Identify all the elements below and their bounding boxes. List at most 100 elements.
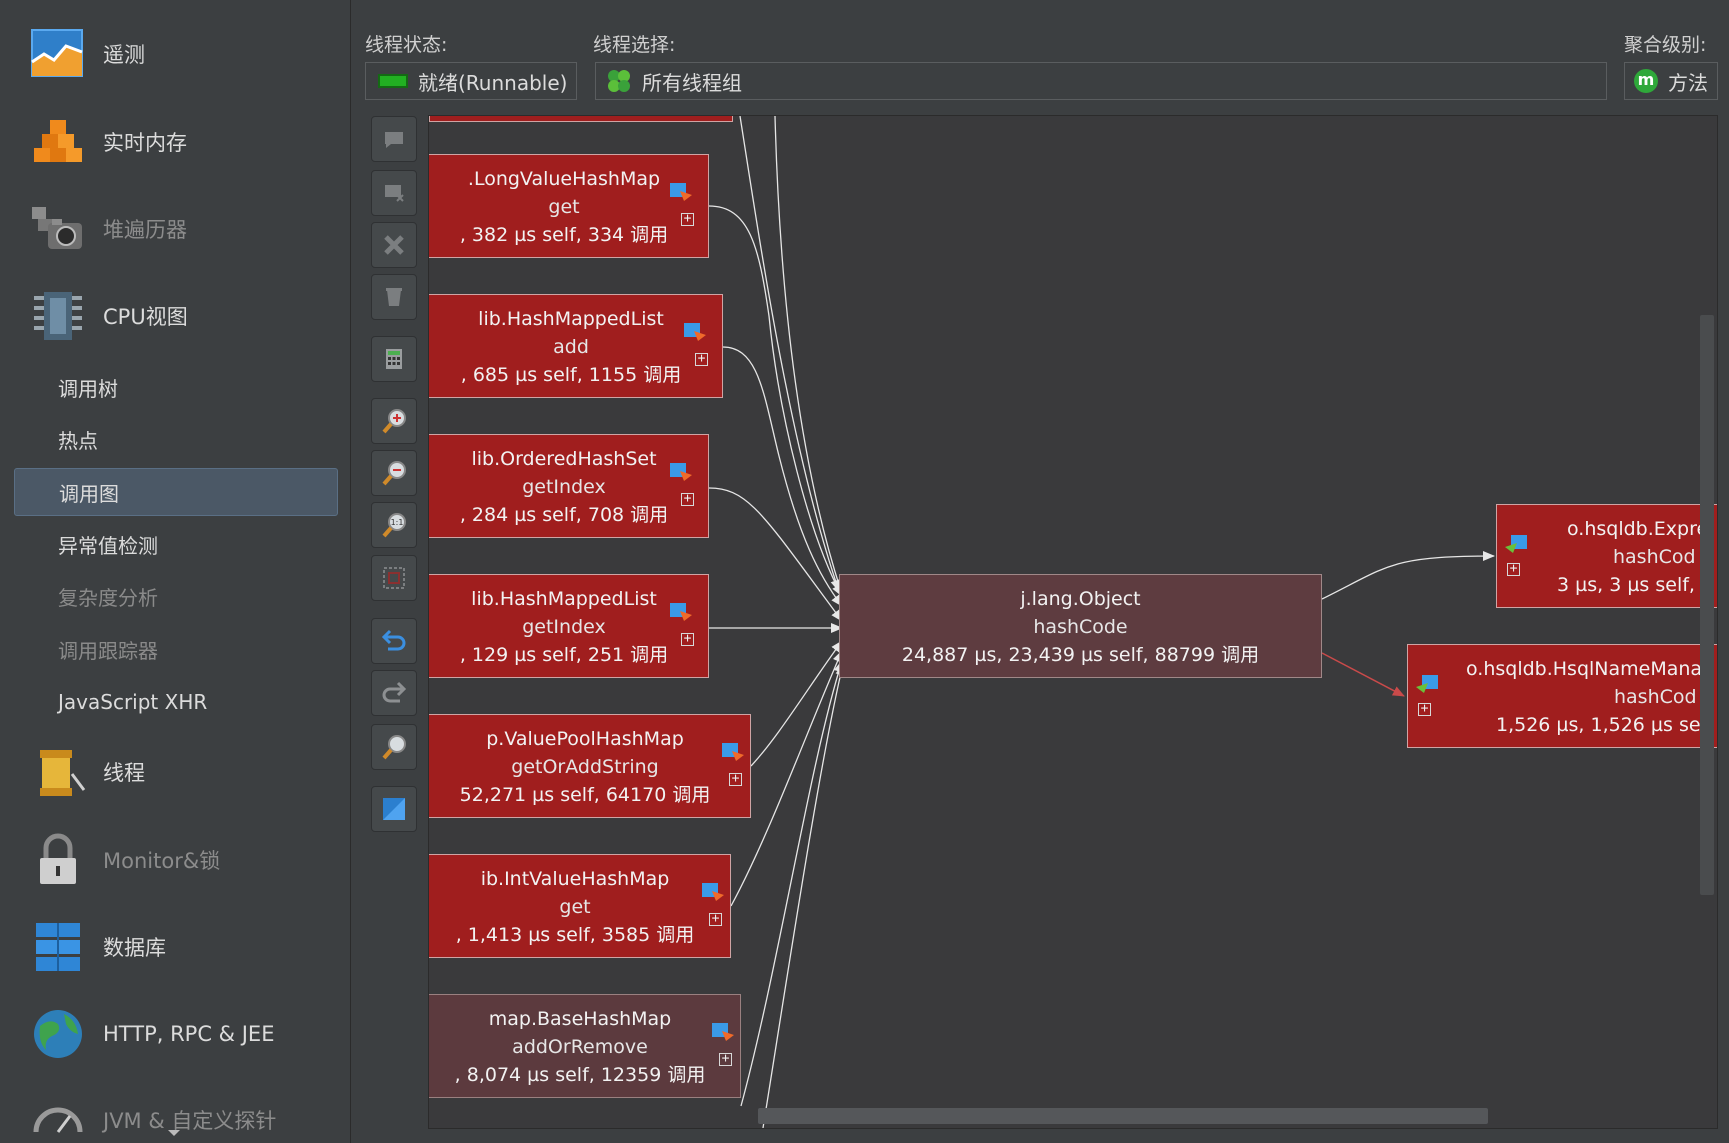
trash-icon: [386, 288, 402, 306]
find-button[interactable]: [371, 724, 417, 770]
comment-out-icon: [385, 185, 404, 202]
expand-node-icon[interactable]: +: [681, 212, 694, 226]
node-class: lib.HashMappedList: [478, 308, 664, 330]
live-memory-icon: [34, 120, 82, 162]
thread-group-icon: [608, 70, 630, 92]
remove-icon: [384, 235, 404, 255]
node-class: map.BaseHashMap: [488, 1008, 672, 1030]
vertical-scrollbar[interactable]: [1700, 315, 1714, 895]
expand-node-icon[interactable]: +: [729, 772, 742, 786]
expand-node-icon[interactable]: +: [681, 492, 694, 506]
sidebar-subitem-complexity-analysis[interactable]: 复杂度分析: [14, 573, 336, 619]
thread-state-dropdown[interactable]: 就绪(Runnable): [365, 62, 577, 100]
expand-node-icon[interactable]: +: [695, 352, 708, 366]
node-stats: 24,887 µs, 23,439 µs self, 88799 调用: [901, 644, 1260, 666]
expand-node-icon[interactable]: +: [681, 632, 694, 646]
delete-button[interactable]: [371, 274, 417, 320]
fit-content-button[interactable]: [371, 555, 417, 601]
sidebar-item-http-rpc-jee[interactable]: HTTP, RPC & JEE: [0, 999, 350, 1069]
sidebar-item-threads[interactable]: 线程: [0, 737, 350, 807]
zoom-reset-button[interactable]: 1:1: [371, 502, 417, 548]
partial-caller-node[interactable]: [429, 116, 733, 122]
undo-button[interactable]: [371, 618, 417, 664]
expand-caller-icon[interactable]: [712, 1021, 736, 1043]
sidebar-item-databases[interactable]: 数据库: [0, 912, 350, 982]
call-graph-canvas[interactable]: .LongValueHashMap get , 382 µs self, 334…: [428, 115, 1718, 1129]
sidebar-item-live-memory[interactable]: 实时内存: [0, 107, 350, 177]
comment-icon: [385, 132, 403, 148]
globe-icon: [34, 1010, 82, 1058]
sidebar-item-jvm-probes[interactable]: JVM & 自定义探针: [0, 1085, 350, 1143]
thread-state-value: 就绪(Runnable): [418, 70, 568, 95]
export-button[interactable]: [371, 786, 417, 832]
node-stats: 3 µs, 3 µs self,: [1557, 574, 1695, 596]
sidebar-subitem-hot-spots[interactable]: 热点: [14, 416, 336, 462]
expand-node-icon[interactable]: +: [1507, 562, 1520, 576]
aggregation-level-dropdown[interactable]: m 方法: [1624, 62, 1718, 100]
node-method: hashCod: [1614, 686, 1697, 708]
node-class: lib.HashMappedList: [471, 588, 657, 610]
caller-node[interactable]: lib.OrderedHashSet getIndex , 284 µs sel…: [429, 434, 709, 538]
zoom-out-button[interactable]: [371, 450, 417, 496]
caller-node[interactable]: .LongValueHashMap get , 382 µs self, 334…: [429, 154, 709, 258]
comment-out-button[interactable]: [371, 170, 417, 216]
node-method: getOrAddString: [511, 756, 659, 778]
sidebar-subitem-call-graph[interactable]: 调用图: [14, 468, 338, 516]
thread-selection-label: 线程选择:: [593, 34, 676, 56]
expand-caller-icon[interactable]: [684, 321, 708, 343]
calculator-button[interactable]: [371, 336, 417, 382]
chevron-down-icon[interactable]: [168, 1130, 180, 1136]
threads-icon: [40, 750, 86, 796]
sidebar-item-label: 实时内存: [103, 131, 187, 155]
sidebar-item-label: JVM & 自定义探针: [103, 1109, 277, 1133]
sidebar-item-cpu-views[interactable]: CPU视图: [0, 281, 350, 351]
thread-selection-dropdown[interactable]: 所有线程组: [595, 62, 1607, 100]
callee-node[interactable]: o.hsqldb.HsqlNameMana hashCod 1,526 µs, …: [1407, 644, 1717, 748]
calculator-icon: [386, 349, 402, 369]
call-edge: [708, 205, 843, 597]
find-icon: [382, 735, 406, 760]
sidebar-subitem-call-tracer[interactable]: 调用跟踪器: [14, 626, 336, 672]
sidebar-item-monitors-locks[interactable]: Monitor&锁: [0, 825, 350, 895]
sidebar-subitem-call-tree[interactable]: 调用树: [14, 364, 336, 410]
aggregation-level-label: 聚合级别:: [1624, 34, 1707, 56]
sidebar-item-label: 堆遍历器: [103, 218, 187, 242]
expand-node-icon[interactable]: +: [1418, 702, 1431, 716]
sidebar-item-telemetry[interactable]: 遥测: [0, 19, 350, 89]
node-stats: 52,271 µs self, 64170 调用: [459, 784, 711, 806]
caller-node[interactable]: ib.IntValueHashMap get , 1,413 µs self, …: [429, 854, 731, 958]
expand-caller-icon[interactable]: [670, 601, 694, 623]
call-edge: [722, 346, 843, 607]
callee-node[interactable]: o.hsqldb.Expre hashCod 3 µs, 3 µs self, …: [1496, 504, 1717, 608]
node-method: getIndex: [522, 616, 606, 638]
redo-button[interactable]: [371, 670, 417, 716]
expand-node-icon[interactable]: +: [719, 1052, 732, 1066]
undo-icon: [381, 629, 406, 651]
node-class: .LongValueHashMap: [467, 168, 661, 190]
node-stats: 1,526 µs, 1,526 µs se: [1496, 714, 1701, 736]
sidebar-subitem-label: 调用跟踪器: [58, 638, 158, 663]
expand-callee-icon[interactable]: [1414, 673, 1438, 695]
call-edge: [730, 650, 843, 907]
expand-caller-icon[interactable]: [670, 461, 694, 483]
node-stats: , 685 µs self, 1155 调用: [460, 364, 682, 386]
expand-callee-icon[interactable]: [1503, 533, 1527, 555]
caller-node[interactable]: lib.HashMappedList add , 685 µs self, 11…: [429, 294, 723, 398]
expand-node-icon[interactable]: +: [709, 912, 722, 926]
sidebar-item-label: 遥测: [103, 43, 145, 67]
horizontal-scrollbar[interactable]: [758, 1108, 1488, 1124]
sidebar-subitem-javascript-xhr[interactable]: JavaScript XHR: [14, 679, 336, 725]
caller-node[interactable]: lib.HashMappedList getIndex , 129 µs sel…: [429, 574, 709, 678]
sidebar-subitem-outlier-detection[interactable]: 异常值检测: [14, 521, 336, 567]
expand-caller-icon[interactable]: [702, 881, 726, 903]
caller-node[interactable]: map.BaseHashMap addOrRemove , 8,074 µs s…: [429, 994, 741, 1098]
remove-button[interactable]: [371, 222, 417, 268]
focused-method-node[interactable]: j.lang.Object hashCode 24,887 µs, 23,439…: [839, 574, 1322, 678]
caller-node[interactable]: p.ValuePoolHashMap getOrAddString 52,271…: [429, 714, 751, 818]
lock-icon: [40, 833, 76, 884]
expand-caller-icon[interactable]: [722, 741, 746, 763]
add-comment-button[interactable]: [371, 116, 417, 162]
zoom-in-button[interactable]: [371, 398, 417, 444]
sidebar-item-heap-walker[interactable]: 堆遍历器: [0, 194, 350, 264]
expand-caller-icon[interactable]: [670, 181, 694, 203]
